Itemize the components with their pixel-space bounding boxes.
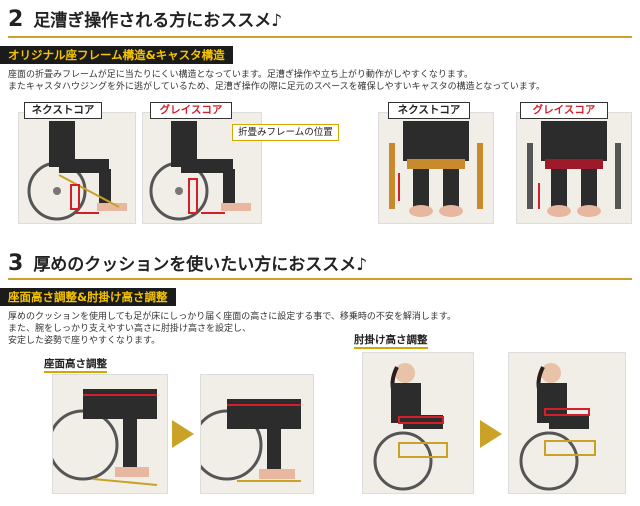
label-nextcore-1: ネクストコア <box>24 102 102 119</box>
section1-rule <box>8 36 632 38</box>
label-nextcore-2: ネクストコア <box>388 102 470 119</box>
section1-desc-line2: またキャスタハウジングを外に逃がしているため、足漕ぎ操作の際に足元のスペースを確… <box>8 82 545 92</box>
arm-height-label: 肘掛け高さ調整 <box>354 332 428 349</box>
photo-nextcore-front <box>378 112 494 224</box>
seat-height-label: 座面高さ調整 <box>44 356 107 373</box>
callout-fold-frame: 折畳みフレームの位置 <box>232 124 339 141</box>
section1-title: 2 足漕ぎ操作される方におススメ♪ <box>8 6 282 32</box>
section1-band: オリジナル座フレーム構造&キャスタ構造 <box>0 46 233 64</box>
photo-arm-before <box>362 352 474 494</box>
section2-desc-line2: また、腕をしっかり支えやすい高さに肘掛け高さを設定し、 <box>8 324 252 334</box>
label-gracecore-2: グレイスコア <box>520 102 608 119</box>
photo-gracecore-front <box>516 112 632 224</box>
section2-title: 3 厚めのクッションを使いたい方におススメ♪ <box>8 250 367 276</box>
photo-nextcore-side <box>18 112 136 224</box>
arm-arrow-right-icon <box>480 420 502 448</box>
section2-desc-line3: 安定した姿勢で座りやすくなります。 <box>8 336 161 346</box>
photo-seat-before <box>52 374 168 494</box>
section1-number: 2 <box>8 7 24 32</box>
label-gracecore-1: グレイスコア <box>150 102 232 119</box>
section1-heading: 足漕ぎ操作される方におススメ♪ <box>33 11 283 31</box>
section1-desc-line1: 座面の折畳みフレームが足に当たりにくい構造となっています。足漕ぎ操作や立ち上がり… <box>8 70 473 80</box>
photo-seat-after <box>200 374 314 494</box>
section2-number: 3 <box>8 251 24 276</box>
photo-arm-after <box>508 352 626 494</box>
section2-rule <box>8 278 632 280</box>
seat-arrow-right-icon <box>172 420 194 448</box>
section2-desc-line1: 厚めのクッションを使用しても足が床にしっかり届く座面の高さに設定する事で、移乗時… <box>8 312 457 322</box>
section2-band: 座面高さ調整&肘掛け高さ調整 <box>0 288 176 306</box>
section2-heading: 厚めのクッションを使いたい方におススメ♪ <box>33 255 368 275</box>
